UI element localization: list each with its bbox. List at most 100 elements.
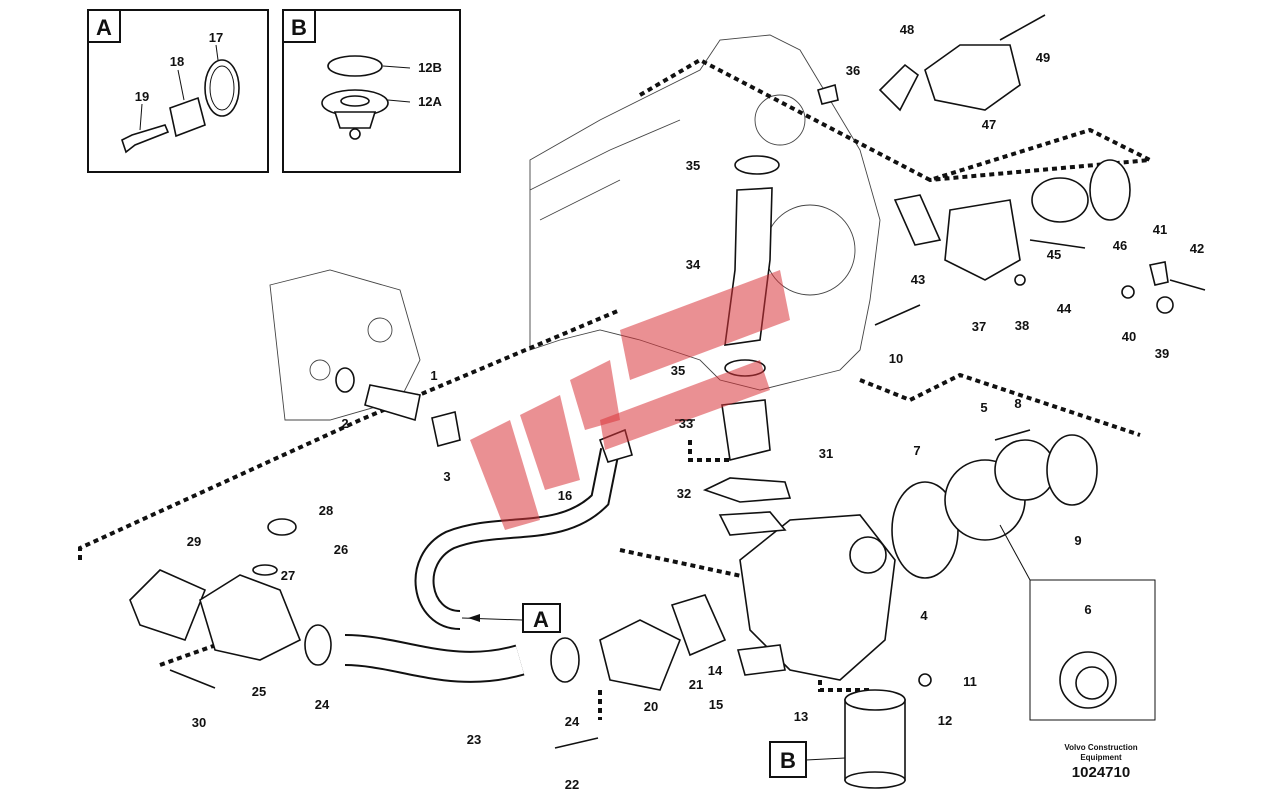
callout-6: 6 [1084, 602, 1091, 617]
housing-25 [199, 574, 302, 661]
callout-30: 30 [192, 715, 206, 730]
seal-24 [304, 624, 332, 666]
seal-2 [335, 367, 355, 393]
bolt-42 [1169, 279, 1206, 291]
callout-39: 39 [1155, 346, 1169, 361]
detail-box-a: A 17 18 19 [87, 9, 269, 173]
bolt-49 [999, 14, 1046, 41]
plug-11 [918, 673, 932, 687]
callout-48: 48 [900, 22, 914, 37]
callouts: 48 49 36 47 35 34 35 33 31 32 43 45 46 4… [187, 22, 1204, 792]
callout-4: 4 [920, 608, 928, 623]
callout-40: 40 [1122, 329, 1136, 344]
callout-17: 17 [209, 30, 223, 45]
bolt-19 [121, 124, 170, 154]
callout-5: 5 [980, 400, 987, 415]
bolt-8 [994, 429, 1031, 441]
gasket-32 [702, 477, 792, 503]
callout-49: 49 [1036, 50, 1050, 65]
callout-35: 35 [686, 158, 700, 173]
bolt-22 [554, 737, 599, 749]
assembly-lines [78, 57, 1158, 720]
brand-line-1: Volvo Construction [1064, 743, 1137, 752]
callout-20: 20 [644, 699, 658, 714]
housing-37 [944, 199, 1021, 281]
fitting-1 [364, 384, 421, 422]
o-ring-9 [1046, 434, 1098, 506]
bolt-30 [169, 669, 216, 689]
callout-8: 8 [1014, 396, 1021, 411]
callout-9: 9 [1074, 533, 1081, 548]
callout-23: 23 [467, 732, 481, 747]
callout-41: 41 [1153, 222, 1167, 237]
callout-12a: 12A [418, 94, 442, 109]
callout-1: 1 [430, 368, 437, 383]
footer: Volvo Construction Equipment 1024710 [1064, 743, 1137, 781]
callout-24: 24 [315, 697, 330, 712]
arrow-icon [468, 614, 480, 622]
callout-13: 13 [794, 709, 808, 724]
gasket-48 [878, 63, 920, 112]
callout-27: 27 [281, 568, 295, 583]
callout-3: 3 [443, 469, 450, 484]
callout-7: 7 [913, 443, 920, 458]
reference-a: A [461, 603, 561, 633]
filter-12 [844, 699, 906, 781]
seal-27 [252, 564, 278, 576]
connector-31 [721, 399, 771, 461]
callout-44: 44 [1057, 301, 1072, 316]
callout-12b: 12B [418, 60, 442, 75]
callout-11: 11 [963, 674, 977, 689]
thermostat-45 [1031, 177, 1089, 223]
hose-16 [416, 448, 618, 628]
drawing-number: 1024710 [1072, 764, 1130, 781]
reference-b: B [769, 741, 846, 778]
callout-16: 16 [558, 488, 572, 503]
reference-b-label: B [780, 748, 796, 773]
callout-35: 35 [671, 363, 685, 378]
washer-40 [1121, 285, 1135, 299]
sleeve-3 [431, 411, 461, 447]
callout-36: 36 [846, 63, 860, 78]
pipe-23 [344, 636, 524, 681]
callout-14: 14 [708, 663, 723, 678]
seal-35 [734, 155, 780, 175]
callout-12: 12 [938, 713, 952, 728]
screw-39 [1156, 296, 1174, 314]
callout-19: 19 [135, 89, 149, 104]
reference-a-label: A [533, 607, 549, 632]
callout-25: 25 [252, 684, 266, 699]
callout-24: 24 [565, 714, 580, 729]
bolt-10 [874, 304, 921, 326]
gasket-43 [893, 194, 942, 246]
cap-26 [267, 518, 297, 536]
callout-34: 34 [686, 257, 701, 272]
gasket-29 [129, 569, 207, 641]
callout-2: 2 [341, 416, 348, 431]
detail-a-title: A [96, 15, 112, 40]
flange-13 [736, 644, 786, 676]
seal-12b [327, 55, 383, 77]
o-ring-17 [204, 59, 240, 117]
detail-b-title: B [291, 15, 307, 40]
plug-38 [1014, 274, 1026, 286]
brand-line-2: Equipment [1080, 753, 1122, 762]
callout-33: 33 [679, 416, 693, 431]
callout-42: 42 [1190, 241, 1204, 256]
hose-20 [599, 619, 682, 691]
callout-45: 45 [1047, 247, 1061, 262]
housing-47 [924, 44, 1021, 111]
callout-46: 46 [1113, 238, 1127, 253]
bolt-44 [1029, 239, 1086, 249]
watermark-logo [470, 270, 790, 530]
gasket-21 [670, 594, 727, 657]
callout-37: 37 [972, 319, 986, 334]
fitting-36 [817, 83, 839, 105]
seal-24 [550, 637, 580, 683]
clamp-18 [169, 96, 206, 138]
callout-31: 31 [819, 446, 833, 461]
callout-32: 32 [677, 486, 691, 501]
detail-box-b: B 12B 12A [282, 9, 461, 173]
clamp-41 [1149, 261, 1169, 286]
